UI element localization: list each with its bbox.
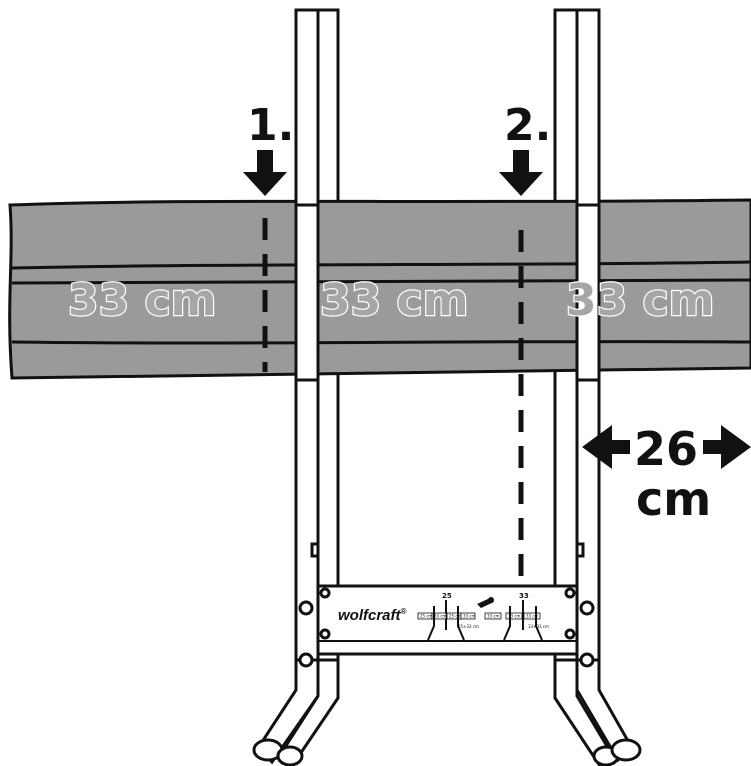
svg-text:25 cm: 25 cm bbox=[420, 614, 433, 619]
svg-text:33 cm: 33 cm bbox=[526, 614, 539, 619]
left-schematic: 25 25 cm 33 cm 25 cm 33 cm 25+33 cm bbox=[417, 592, 479, 641]
segment-label-1: 33 cm bbox=[68, 275, 216, 326]
right-schematic: 33 33 cm 33 cm 33 cm 33+33 cm bbox=[484, 592, 549, 641]
screw-icon bbox=[319, 628, 331, 640]
crossbar-plate: wolfcraft® 25 25 cm 33 cm 25 cm 33 cm 25… bbox=[316, 584, 579, 656]
svg-text:33 cm: 33 cm bbox=[487, 614, 500, 619]
step-label-2: 2. bbox=[504, 100, 551, 151]
width-value: 26 bbox=[634, 422, 698, 476]
svg-text:33 cm: 33 cm bbox=[434, 614, 447, 619]
screw-icon bbox=[564, 628, 576, 640]
svg-text:33 cm: 33 cm bbox=[463, 614, 476, 619]
svg-text:33+33 cm: 33+33 cm bbox=[528, 624, 549, 629]
screw-icon bbox=[319, 587, 331, 599]
board bbox=[8, 198, 751, 380]
svg-text:33: 33 bbox=[519, 592, 529, 600]
down-arrow-icon bbox=[243, 150, 287, 196]
screw-icon bbox=[564, 587, 576, 599]
front-legs bbox=[294, 8, 601, 382]
width-unit: cm bbox=[636, 472, 711, 526]
svg-text:25 cm: 25 cm bbox=[449, 614, 462, 619]
right-arrow-icon bbox=[703, 425, 751, 469]
down-arrow-icon bbox=[499, 150, 543, 196]
svg-text:33 cm: 33 cm bbox=[508, 614, 521, 619]
brand-logo: wolfcraft® bbox=[338, 607, 407, 624]
svg-text:25+33 cm: 25+33 cm bbox=[458, 624, 479, 629]
step-label-1: 1. bbox=[247, 100, 294, 151]
left-arrow-icon bbox=[582, 425, 630, 469]
segment-label-2: 33 cm bbox=[320, 275, 468, 326]
segment-label-3: 33 cm bbox=[566, 275, 714, 326]
saw-icon bbox=[477, 597, 494, 608]
svg-text:25: 25 bbox=[442, 592, 452, 600]
